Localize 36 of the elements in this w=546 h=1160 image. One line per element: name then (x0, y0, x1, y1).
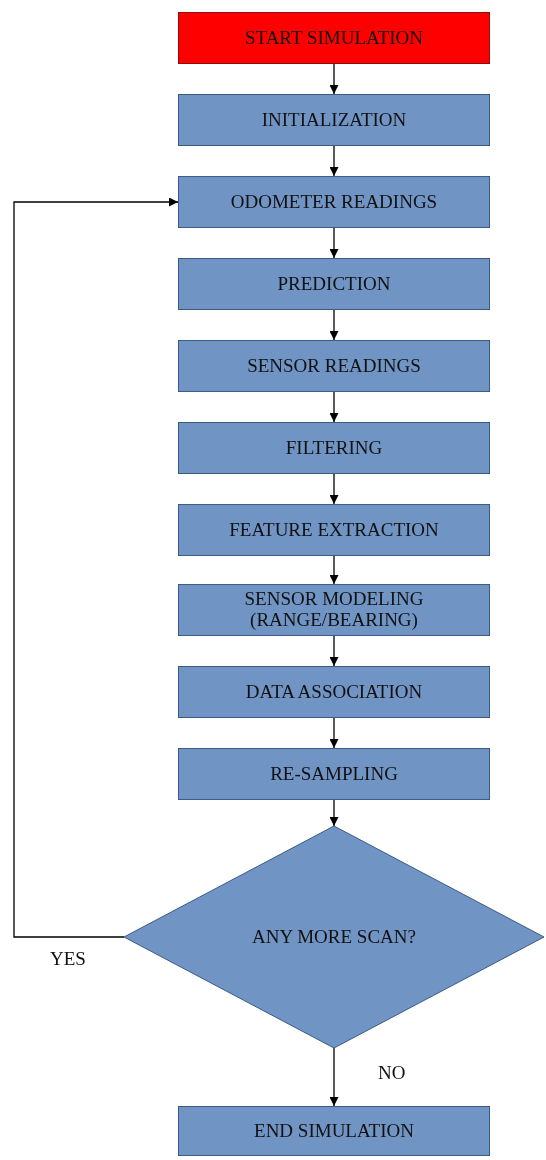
process-box (178, 1106, 490, 1156)
node-label: SENSOR MODELING (RANGE/BEARING) (243, 589, 425, 631)
node-label: FEATURE EXTRACTION (228, 519, 440, 541)
process-box (178, 666, 490, 718)
arrow (329, 635, 339, 667)
node-label: INITIALIZATION (260, 109, 408, 131)
node-label: ANY MORE SCAN? (251, 926, 417, 948)
arrow (13, 197, 179, 938)
node-label: PREDICTION (276, 273, 392, 295)
process-box (178, 748, 490, 800)
arrow (329, 717, 339, 749)
node-label: RE-SAMPLING (269, 763, 399, 785)
process-box (178, 504, 490, 556)
process-box (178, 422, 490, 474)
process-box (178, 258, 490, 310)
node-label: SENSOR READINGS (246, 355, 422, 377)
arrow (329, 1047, 339, 1107)
node-label: START SIMULATION (244, 27, 424, 49)
arrow (329, 145, 339, 177)
decision-diamond (124, 826, 544, 1048)
arrow (329, 473, 339, 505)
process-box (178, 584, 490, 636)
arrow (329, 309, 339, 341)
arrow (329, 63, 339, 95)
node-label: END SIMULATION (253, 1120, 415, 1142)
node-label: FILTERING (284, 437, 384, 459)
arrow (329, 391, 339, 423)
process-box (178, 94, 490, 146)
process-box (178, 340, 490, 392)
process-box (178, 176, 490, 228)
node-label: ODOMETER READINGS (229, 191, 439, 213)
node-label: DATA ASSOCIATION (244, 681, 424, 703)
start-box (178, 12, 490, 64)
arrow (329, 227, 339, 259)
arrow (329, 555, 339, 585)
arrow (329, 799, 339, 827)
